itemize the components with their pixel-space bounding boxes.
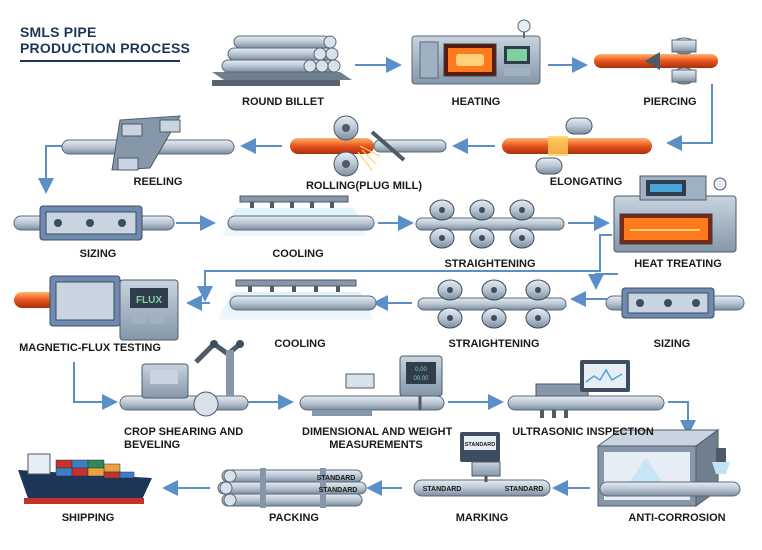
label-dimensional-line-1: DIMENSIONAL AND WEIGHT (302, 426, 453, 438)
ultrasonic-inspection-illustration (507, 360, 665, 418)
label-heat-treating: HEAT TREATING (634, 258, 722, 270)
label-crop-shearing-line-2: BEVELING (124, 439, 181, 451)
label-straightening-2: STRAIGHTENING (448, 338, 540, 350)
arrow-heattreating-to-sizing (588, 273, 618, 290)
label-sizing-1: SIZING (79, 248, 117, 260)
label-dimensional: DIMENSIONAL AND WEIGHT MEASUREMENTS (302, 426, 453, 452)
magnetic-flux-illustration: FLUX (14, 275, 179, 341)
elongating-illustration (502, 117, 652, 175)
label-dimensional-line-2: MEASUREMENTS (329, 439, 423, 451)
marking-pipe-text-a: STANDARD (423, 486, 462, 493)
arrow-flux-to-shearing (73, 362, 118, 410)
crop-shearing-illustration (119, 340, 249, 417)
anti-corrosion-illustration (596, 429, 741, 507)
gauge-readout-a: 0.00 (415, 367, 427, 373)
packing-standard-text-b: STANDARD (319, 487, 358, 494)
straightening-illustration-1 (415, 199, 565, 249)
label-marking: MARKING (455, 512, 509, 524)
label-straightening-1: STRAIGHTENING (444, 258, 536, 270)
label-packing: PACKING (269, 512, 319, 524)
reeling-illustration (61, 115, 235, 171)
label-sizing-2: SIZING (653, 338, 691, 350)
label-cooling-2: COOLING (274, 338, 326, 350)
page-title: SMLS PIPE PRODUCTION PROCESS (20, 24, 190, 56)
cooling-illustration-1 (222, 195, 375, 236)
arrow-piercing-to-elongating (666, 84, 713, 151)
label-ultrasonic-inspection: ULTRASONIC INSPECTION (512, 426, 654, 438)
flux-display-text: FLUX (136, 295, 162, 306)
rolling-plug-mill-illustration (290, 115, 447, 177)
marking-screen-text: STANDARD (465, 442, 495, 448)
ship-illustration (18, 453, 152, 504)
round-billet-illustration (212, 35, 352, 86)
label-crop-shearing: CROP SHEARING AND BEVELING (124, 426, 254, 452)
label-reeling: REELING (133, 176, 183, 188)
cooling-illustration-2 (218, 279, 377, 320)
label-magnetic-flux-testing: MAGNETIC-FLUX TESTING (19, 342, 161, 354)
sizing-illustration-1 (13, 205, 175, 241)
title-line-2: PRODUCTION PROCESS (20, 40, 191, 56)
label-shipping: SHIPPING (61, 512, 115, 524)
straightening-illustration-2 (417, 279, 567, 329)
flow-arrows (38, 57, 713, 496)
packing-illustration: STANDARD STANDARD (217, 468, 367, 508)
heating-furnace-illustration (411, 19, 541, 85)
title-underline (20, 60, 180, 62)
label-cooling-1: COOLING (272, 248, 324, 260)
label-piercing: PIERCING (643, 96, 697, 108)
label-crop-shearing-line-1: CROP SHEARING AND (124, 426, 244, 438)
marking-illustration: STANDARD STANDARD STANDARD (413, 432, 551, 497)
label-rolling-plug-mill: ROLLING(PLUG MILL) (305, 180, 423, 192)
label-round-billet: ROUND BILLET (242, 96, 324, 108)
title-line-1: SMLS PIPE (20, 24, 97, 40)
label-anti-corrosion: ANTI-CORROSION (628, 512, 726, 524)
arrow-heattreating-to-cooling (197, 234, 612, 302)
heat-treating-illustration (613, 175, 737, 253)
packing-standard-text-a: STANDARD (317, 475, 356, 482)
sizing-illustration-2 (605, 287, 745, 319)
arrow-ultrasonic-to-anticorrosion (668, 401, 696, 436)
marking-pipe-text-b: STANDARD (505, 486, 544, 493)
label-elongating: ELONGATING (549, 176, 623, 188)
piercing-illustration (594, 37, 718, 85)
gauge-readout-b: 00.00 (413, 376, 429, 382)
dimensional-measurement-illustration: 0.00 00.00 (299, 355, 445, 416)
label-heating: HEATING (451, 96, 501, 108)
